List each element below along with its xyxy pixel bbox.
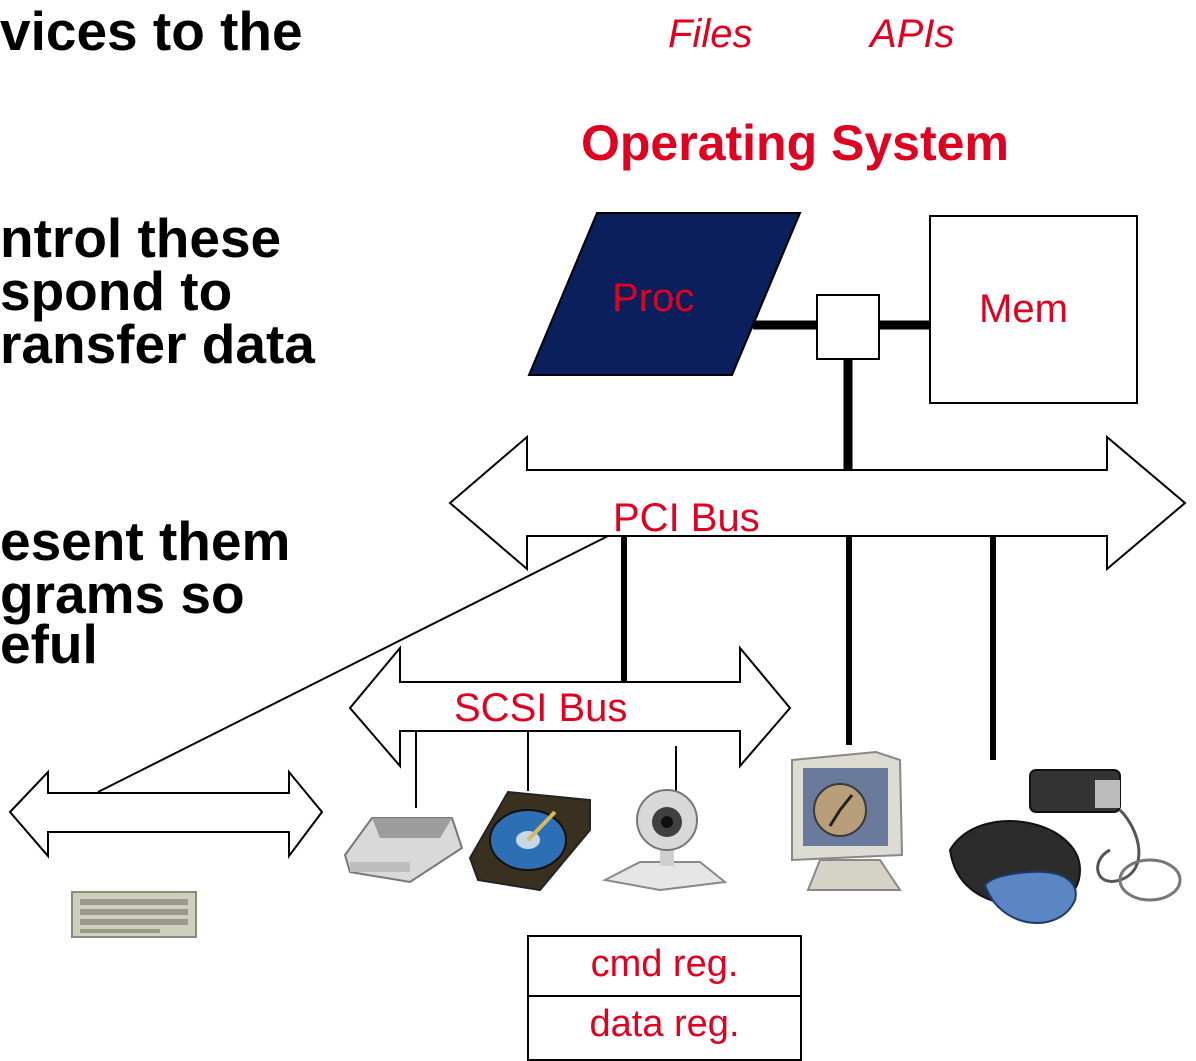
cmd-register: cmd reg. xyxy=(590,943,739,985)
os-title: Operating System xyxy=(581,115,1009,171)
device-registers: cmd reg. data reg. xyxy=(527,935,802,1061)
bullet-line-5: esent them xyxy=(0,510,291,572)
pci-bus-arrow xyxy=(448,434,1187,572)
pci-bus-label: PCI Bus xyxy=(613,496,760,540)
bullet-line-1: vices to the xyxy=(0,0,303,62)
bullet-line-6: grams so xyxy=(0,563,245,625)
scanner-icon xyxy=(343,817,464,884)
memory-box xyxy=(929,215,1138,404)
scsi-bus-label: SCSI Bus xyxy=(454,686,628,730)
files-label: Files xyxy=(668,12,753,56)
bridge-box xyxy=(816,294,880,360)
bullet-line-7: eful xyxy=(0,613,98,675)
webcam-icon xyxy=(601,789,728,892)
vr-headset-icon xyxy=(948,769,1182,924)
hard-disk-icon xyxy=(468,790,591,892)
apis-label: APIs xyxy=(870,12,955,56)
mem-label: Mem xyxy=(979,287,1068,331)
monitor-icon xyxy=(791,750,904,891)
bullet-line-3: spond to xyxy=(0,260,233,322)
scsi-bus-arrow xyxy=(348,645,792,769)
data-register: data reg. xyxy=(589,1003,740,1045)
keyboard-icon xyxy=(71,891,197,938)
bullet-line-2: ntrol these xyxy=(0,207,282,269)
bullet-line-4: ransfer data xyxy=(0,313,315,375)
proc-label: Proc xyxy=(612,276,695,320)
processor-shape xyxy=(527,212,802,376)
keyboard-bus-arrow xyxy=(8,769,324,859)
